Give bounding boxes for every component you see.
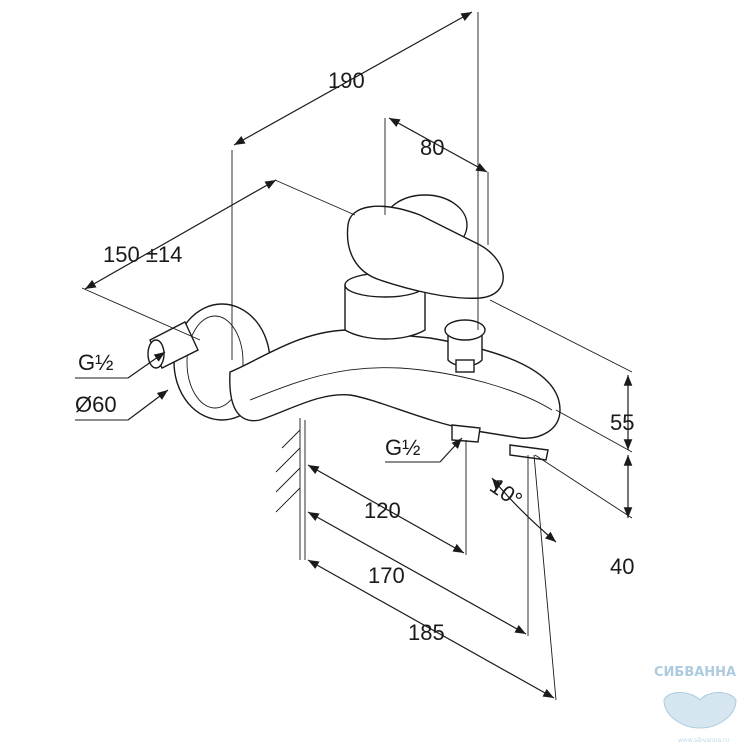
aerator [509,444,549,461]
dim-line-190 [233,11,473,146]
shower-outlet [451,424,481,443]
dim-80: 80 [420,135,444,160]
dim-120: 120 [364,498,401,523]
wall-hatch [275,418,301,560]
label-g-half-outlet: G½ [385,435,420,460]
leader-lines [75,351,463,463]
dimension-lines [84,11,633,699]
dim-angle-10: 10° [485,473,527,513]
dim-40: 40 [610,554,634,579]
dim-line-185 [307,559,555,699]
watermark-logo: СИБВАННА www.sibvanna.ru [654,665,737,744]
dim-arc-10deg [491,477,557,543]
dimension-labels: 190 80 150 ±14 G½ Ø60 55 G½ 10° 120 170 … [75,68,634,645]
lever-base [344,284,426,340]
dim-150: 150 ±14 [103,242,182,267]
lever-handle [346,205,504,299]
label-g-half-inlet: G½ [78,350,113,375]
dim-line-80 [388,117,488,173]
watermark-site: www.sibvanna.ru [678,737,730,744]
watermark-brand: СИБВАННА [654,665,736,680]
dim-185: 185 [408,620,445,645]
bathtub-icon [663,692,737,729]
spout-body [229,329,561,439]
dim-170: 170 [368,563,405,588]
faucet-body [147,194,561,461]
dim-line-150 [84,179,277,290]
dim-190: 190 [328,68,365,93]
dim-55: 55 [610,410,634,435]
label-diameter-60: Ø60 [75,392,117,417]
dim-line-170 [307,511,527,635]
